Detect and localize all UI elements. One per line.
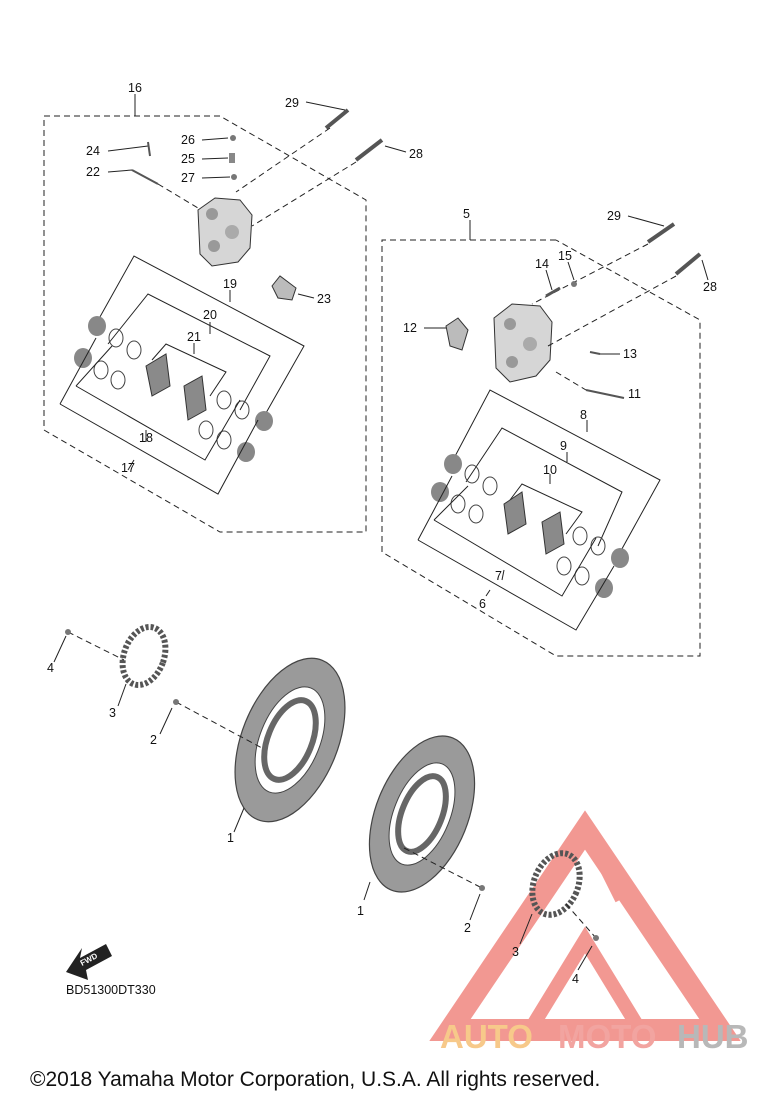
callout-5: 5 [463, 207, 470, 221]
callout-16: 16 [128, 81, 142, 95]
callout-12: 12 [403, 321, 417, 335]
right-seals [450, 464, 606, 586]
callout-2-upper: 2 [150, 733, 157, 747]
callout-15: 15 [558, 249, 572, 263]
callout-24: 24 [86, 144, 100, 158]
left-seals [93, 328, 250, 450]
callout-17: 17 [121, 461, 135, 475]
left-caliper-assembly: 16 29 28 24 26 25 22 27 [43, 81, 423, 533]
callout-2-lower: 2 [464, 921, 471, 935]
callout-4-upper: 4 [47, 661, 54, 675]
callout-1-left: 1 [227, 831, 234, 845]
callout-19: 19 [223, 277, 237, 291]
right-caliper-body [493, 303, 553, 383]
left-caliper-body [197, 197, 253, 267]
fwd-arrow-icon: FWD [66, 944, 112, 980]
callout-3-lower: 3 [512, 945, 519, 959]
watermark-triangle-icon [429, 810, 741, 1041]
callout-27: 27 [181, 171, 195, 185]
callout-6: 6 [479, 597, 486, 611]
right-pistons [431, 454, 629, 598]
callout-25: 25 [181, 152, 195, 166]
callout-10: 10 [543, 463, 557, 477]
rotors: 4 3 2 1 2 1 3 4 [47, 623, 599, 986]
callout-18: 18 [139, 431, 153, 445]
callout-23: 23 [317, 292, 331, 306]
callout-3-upper: 3 [109, 706, 116, 720]
callout-29-right: 29 [607, 209, 621, 223]
callout-11: 11 [628, 387, 641, 401]
callout-26: 26 [181, 133, 195, 147]
callout-9: 9 [560, 439, 567, 453]
callout-4-lower: 4 [572, 972, 579, 986]
callout-21: 21 [187, 330, 201, 344]
watermark-hub: HUB [677, 1018, 749, 1055]
callout-1-right: 1 [357, 904, 364, 918]
watermark-logo: AUTO MOTO HUB [429, 810, 749, 1055]
callout-29-left: 29 [285, 96, 299, 110]
callout-28-left: 28 [409, 147, 423, 161]
callout-7: 7 [495, 569, 502, 583]
watermark-auto: AUTO [440, 1018, 533, 1055]
watermark-moto: MOTO [558, 1018, 656, 1055]
callout-8: 8 [580, 408, 587, 422]
callout-22: 22 [86, 165, 100, 179]
right-caliper-assembly: 5 29 28 14 15 12 13 11 8 [381, 207, 717, 657]
callout-13: 13 [623, 347, 637, 361]
callout-20: 20 [203, 308, 217, 322]
brake-disc-left [234, 657, 346, 823]
callout-28-right: 28 [703, 280, 717, 294]
copyright-notice: ©2018 Yamaha Motor Corporation, U.S.A. A… [30, 1068, 600, 1091]
callout-14: 14 [535, 257, 549, 271]
brake-disc-right [368, 735, 476, 893]
diagram-code: BD51300DT330 [66, 983, 156, 997]
left-pistons [74, 316, 273, 462]
